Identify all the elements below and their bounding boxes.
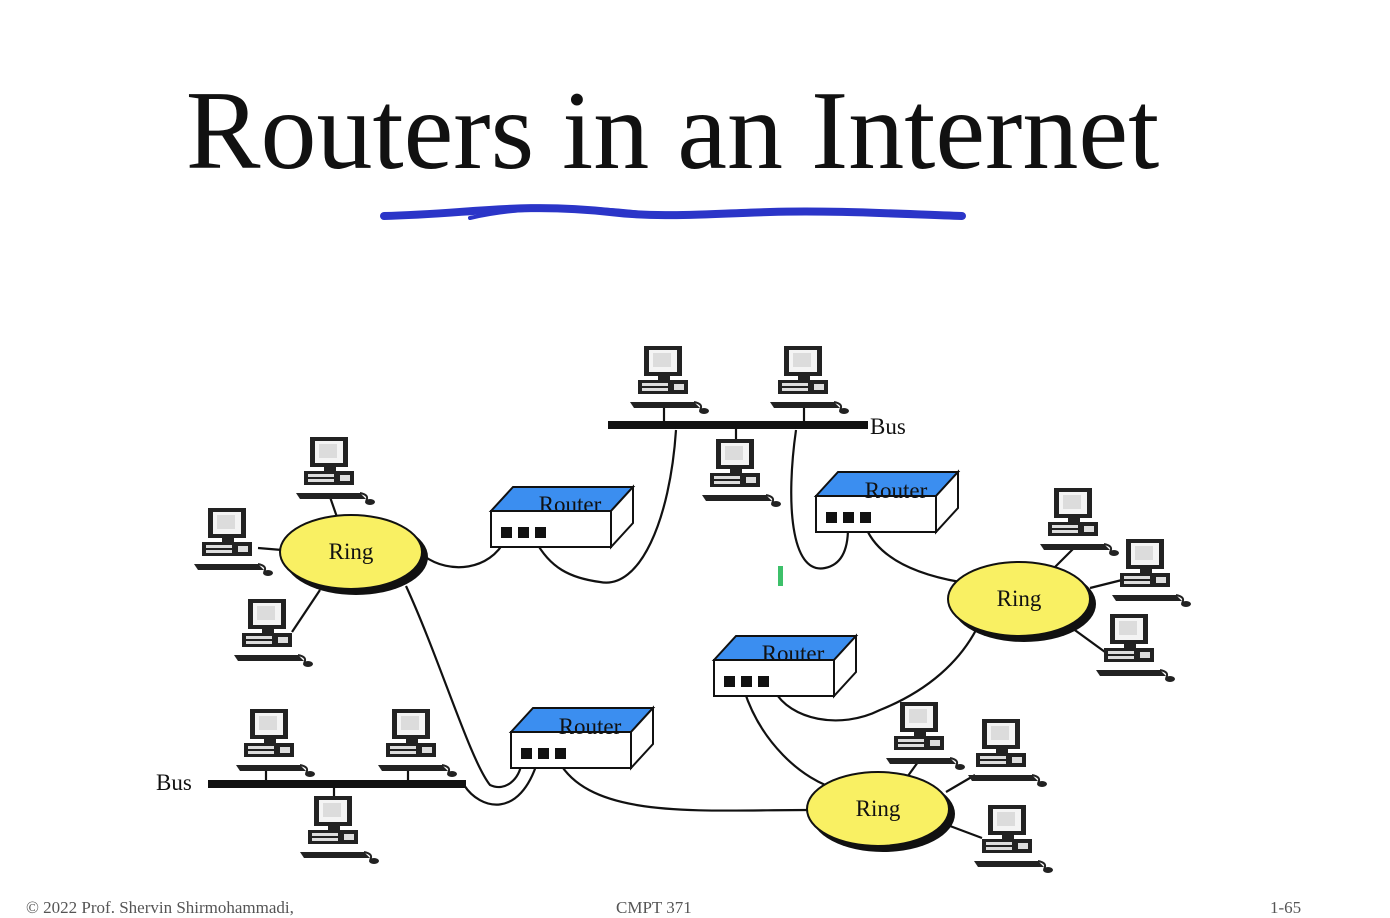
computer-icon [193,507,274,577]
footer-copyright: © 2022 Prof. Shervin Shirmohammadi, [26,898,294,917]
top-bus [608,421,868,429]
router-label: Router [865,478,928,503]
ring-label: Ring [329,539,374,564]
computer-icon [769,345,850,415]
router-label: Router [539,492,602,517]
router-middle: Router [713,635,857,697]
ring-bottom: Ring [806,771,955,852]
computer-icon [235,708,316,778]
computer-icon [299,795,380,865]
footer-page-number: 1-65 [1270,898,1302,917]
router-bottom: Router [510,707,654,769]
bottom-bus [208,780,466,788]
ring-label: Ring [997,586,1042,611]
computer-icon [295,436,376,506]
computer-icon [377,708,458,778]
slide-title: Routers in an Internet [185,69,1160,193]
router-right-top: Router [815,471,959,533]
bus-label-bottom: Bus [156,770,192,795]
footer-course: CMPT 371 [616,898,692,917]
computer-icon [1039,487,1120,557]
computer-icon [233,598,314,668]
computer-icon [1111,538,1192,608]
computer-icon [629,345,710,415]
text-cursor-icon [778,566,783,586]
router-left-top: Router [490,486,634,548]
title-underline [380,204,966,220]
router-label: Router [559,714,622,739]
ring-right: Ring [947,561,1096,642]
computer-icon [701,438,782,508]
computer-icon [967,718,1048,788]
ring-label: Ring [856,796,901,821]
ring-left: Ring [279,514,428,595]
router-label: Router [762,641,825,666]
computer-icon [1095,613,1176,683]
computer-icon [973,804,1054,874]
computer-icon [885,701,966,771]
bus-label-top: Bus [870,414,906,439]
